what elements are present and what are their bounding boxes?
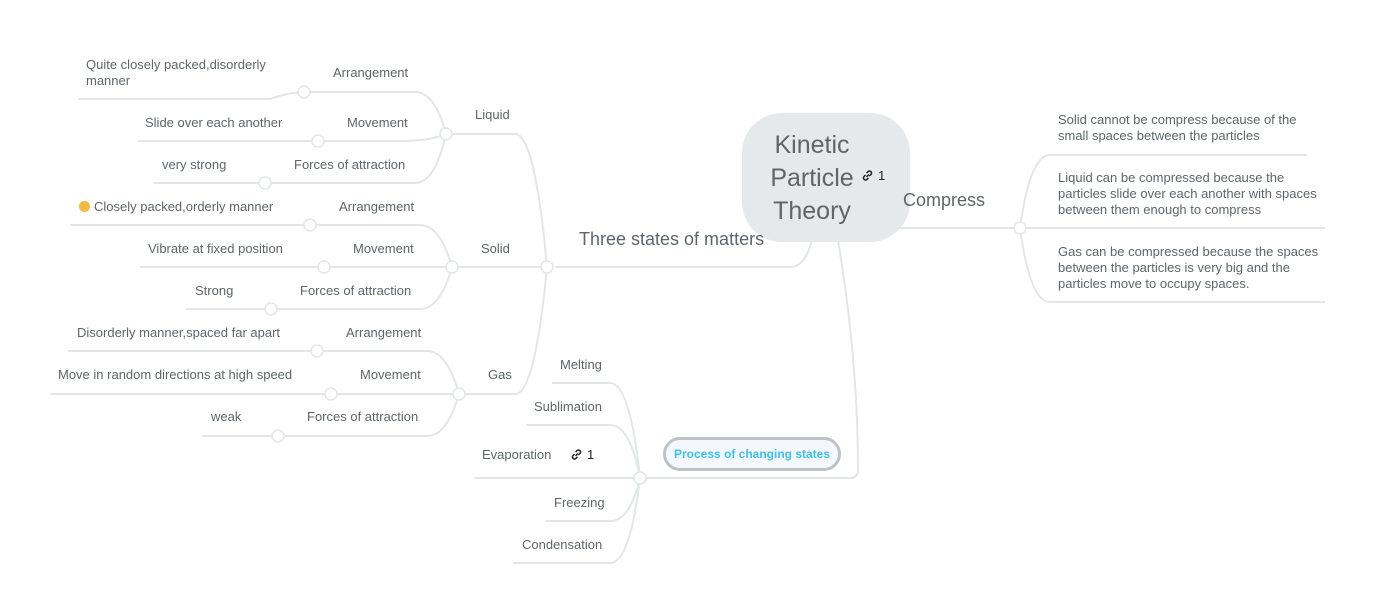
topic-solid[interactable]: Solid: [481, 241, 510, 256]
gas-forces-value[interactable]: weak: [211, 409, 242, 424]
root-link-badge[interactable]: 1: [860, 168, 885, 183]
solid-arrangement-value: Closely packed,orderly manner: [94, 199, 274, 214]
topic-three-states[interactable]: Three states of matters: [579, 229, 765, 249]
liquid-arrangement[interactable]: Arrangement: [333, 65, 409, 80]
liquid-movement[interactable]: Movement: [347, 115, 408, 130]
liquid-movement-value[interactable]: Slide over each another: [145, 115, 283, 130]
liquid-forces[interactable]: Forces of attraction: [294, 157, 406, 172]
link-count: 1: [587, 447, 595, 462]
gas-arrangement-value[interactable]: Disorderly manner,spaced far apart: [77, 325, 281, 340]
solid-movement[interactable]: Movement: [353, 241, 414, 256]
topic-liquid[interactable]: Liquid: [475, 107, 510, 122]
process-melting[interactable]: Melting: [560, 357, 602, 372]
solid-arrangement[interactable]: Arrangement: [339, 199, 415, 214]
compress-item-solid[interactable]: Solid cannot be compress because of the …: [1058, 112, 1297, 143]
solid-movement-value[interactable]: Vibrate at fixed position: [148, 241, 283, 256]
process-sublimation[interactable]: Sublimation: [534, 399, 602, 414]
root-title: Kinetic Particle Theory: [770, 131, 854, 225]
gas-movement-value[interactable]: Move in random directions at high speed: [58, 367, 293, 382]
link-icon: [571, 449, 582, 460]
link-icon: [862, 170, 873, 181]
gas-arrangement[interactable]: Arrangement: [346, 325, 422, 340]
evaporation-link-badge[interactable]: 1: [569, 447, 594, 462]
process-freezing[interactable]: Freezing: [554, 495, 605, 510]
solid-forces-value[interactable]: Strong: [195, 283, 234, 298]
liquid-arrangement-value[interactable]: Quite closely packed,disorderly manner: [86, 57, 266, 88]
solid-forces[interactable]: Forces of attraction: [300, 283, 412, 298]
gas-forces[interactable]: Forces of attraction: [307, 409, 419, 424]
solid-arrangement-value-row[interactable]: Closely packed,orderly manner: [79, 199, 273, 215]
gas-movement[interactable]: Movement: [360, 367, 421, 382]
link-count: 1: [878, 168, 886, 183]
neutral-face-emoji-icon: [79, 201, 90, 212]
topic-process-of-changing-states[interactable]: Process of changing states: [663, 437, 841, 471]
process-evaporation[interactable]: Evaporation: [482, 447, 552, 462]
compress-item-liquid[interactable]: Liquid can be compressed because the par…: [1058, 170, 1317, 217]
liquid-forces-value[interactable]: very strong: [162, 157, 227, 172]
compress-item-gas[interactable]: Gas can be compressed because the spaces…: [1058, 244, 1319, 291]
root-topic[interactable]: Kinetic Particle Theory 1: [742, 113, 910, 242]
topic-compress[interactable]: Compress: [903, 190, 986, 210]
topic-gas[interactable]: Gas: [488, 367, 512, 382]
process-condensation[interactable]: Condensation: [522, 537, 603, 552]
